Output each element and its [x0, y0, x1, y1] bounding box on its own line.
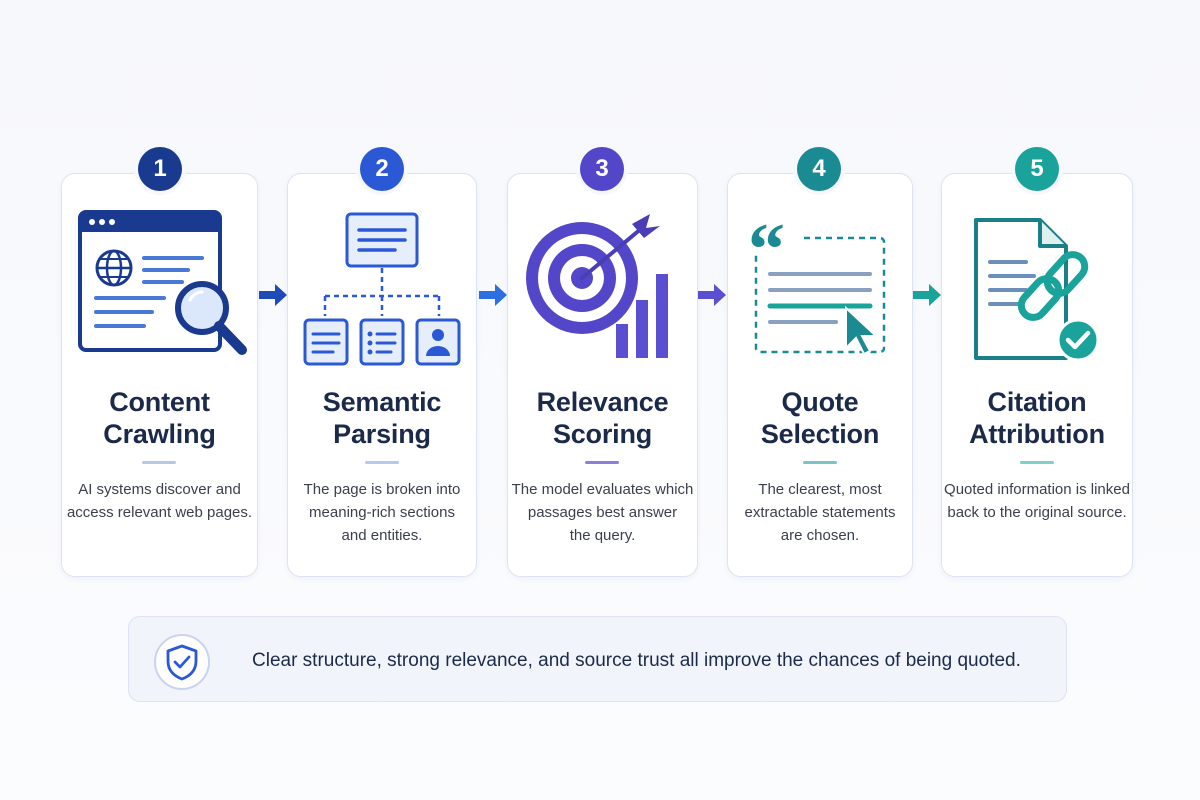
- footer-message: Clear structure, strong relevance, and s…: [252, 650, 1021, 671]
- step-description-line: extractable statements: [744, 504, 896, 521]
- step-number-badge: 5: [1015, 147, 1059, 191]
- step-description: Quoted information is linked back to the…: [941, 478, 1133, 524]
- step-number-badge: 2: [360, 147, 404, 191]
- step-title: Citation Attribution: [941, 386, 1133, 450]
- step-title-line: Content: [109, 387, 210, 417]
- step-title-line: Selection: [760, 419, 880, 449]
- step-number-badge: 1: [138, 147, 182, 191]
- arrow-right-icon: [910, 282, 944, 308]
- step-description: The page is broken into meaning-rich sec…: [287, 478, 477, 547]
- step-title-line: Citation: [987, 387, 1087, 417]
- step-number-badge: 4: [797, 147, 841, 191]
- step-title-line: Relevance: [536, 387, 669, 417]
- step-description-line: passages best answer: [527, 504, 678, 521]
- step-description-line: The page is broken into: [303, 481, 461, 498]
- step-description-line: are chosen.: [780, 527, 860, 544]
- step-title-line: Semantic: [322, 387, 442, 417]
- step-description: The clearest, most extractable statement…: [727, 478, 913, 547]
- step-divider: [585, 461, 619, 464]
- step-title: Quote Selection: [727, 386, 913, 450]
- step-description-line: and entities.: [341, 527, 423, 544]
- target-chart-icon: [520, 200, 690, 370]
- step-description: The model evaluates which passages best …: [507, 478, 698, 547]
- step-title: Relevance Scoring: [507, 386, 698, 450]
- step-title: Content Crawling: [61, 386, 258, 450]
- step-title-line: Crawling: [103, 419, 216, 449]
- step-description-line: meaning-rich sections: [309, 504, 455, 521]
- arrow-right-icon: [476, 282, 510, 308]
- step-description-line: the query.: [569, 527, 636, 544]
- step-divider: [365, 461, 399, 464]
- step-description: AI systems discover and access relevant …: [61, 478, 258, 524]
- step-number-badge: 3: [580, 147, 624, 191]
- arrow-right-icon: [256, 282, 290, 308]
- step-divider: [803, 461, 837, 464]
- step-description-line: AI systems discover and: [78, 481, 241, 498]
- step-divider: [1020, 461, 1054, 464]
- step-title-line: Attribution: [969, 419, 1105, 449]
- arrow-right-icon: [695, 282, 729, 308]
- document-link-icon: [962, 200, 1112, 370]
- browser-search-icon: [74, 200, 252, 370]
- quote-cursor-icon: “: [740, 200, 900, 370]
- step-title: Semantic Parsing: [287, 386, 477, 450]
- step-description-line: Quoted information is linked: [944, 481, 1130, 498]
- step-description-line: The model evaluates which: [511, 481, 694, 498]
- step-title-line: Quote: [781, 387, 859, 417]
- step-title-line: Parsing: [333, 419, 431, 449]
- step-description-line: The clearest, most: [758, 481, 882, 498]
- shield-check-icon: [150, 634, 214, 690]
- footer-callout: [128, 616, 1067, 702]
- step-divider: [142, 461, 176, 464]
- step-description-line: back to the original source.: [947, 504, 1127, 521]
- step-title-line: Scoring: [552, 419, 653, 449]
- step-description-line: access relevant web pages.: [66, 504, 253, 521]
- hierarchy-icon: [297, 200, 467, 370]
- svg-text:“: “: [748, 209, 785, 291]
